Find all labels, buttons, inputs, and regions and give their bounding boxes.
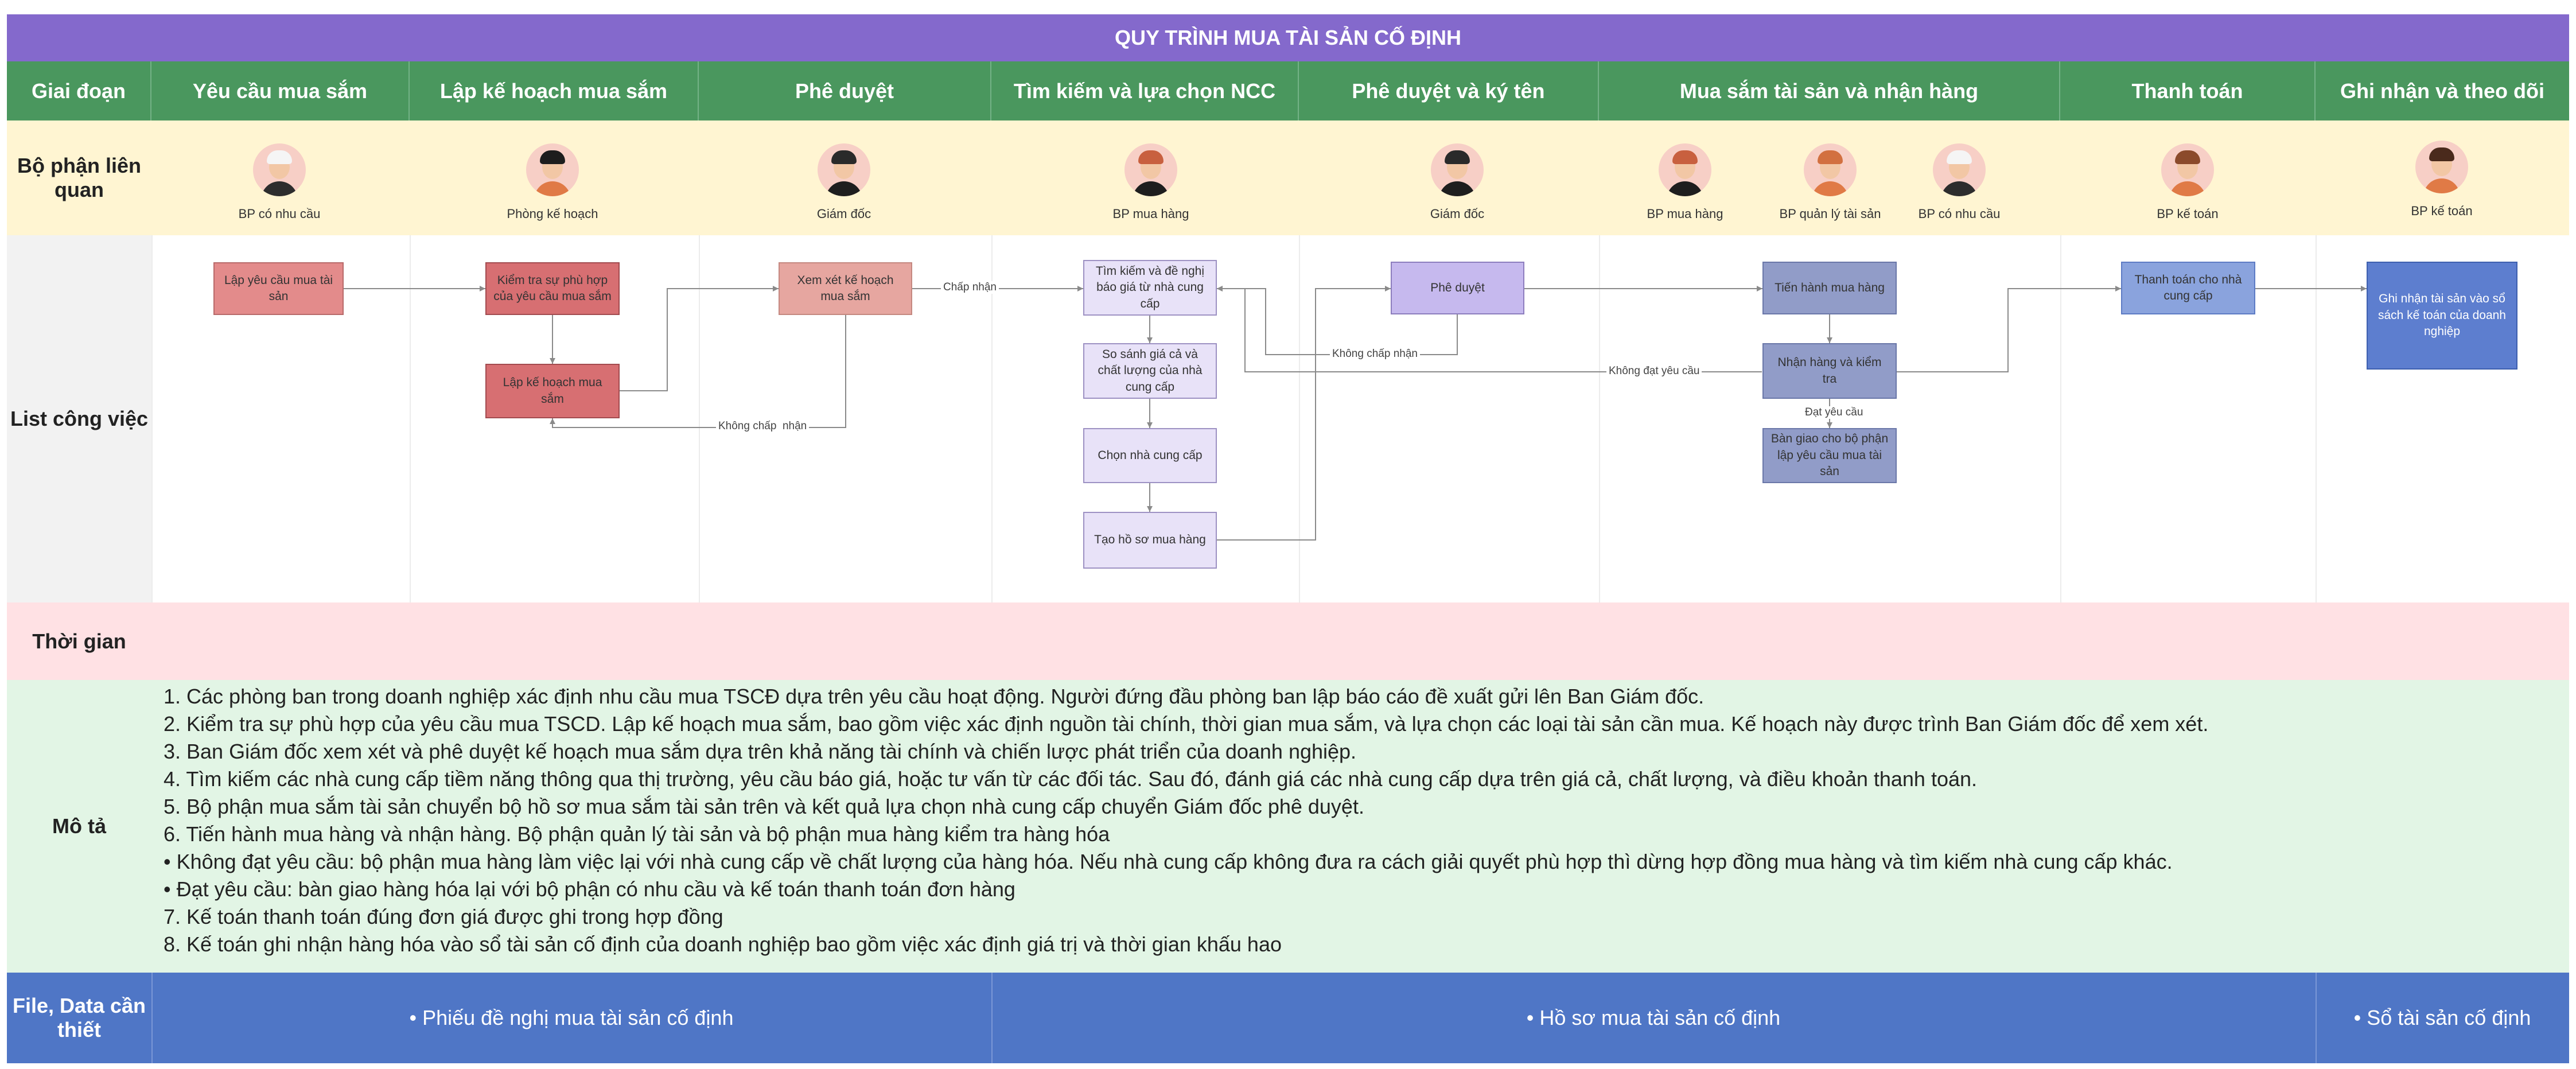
header-plan: Lập kế hoạch mua sắm (410, 61, 699, 120)
file-divider (151, 973, 153, 1063)
header-request: Yêu cầu mua sắm (151, 61, 410, 120)
description-line: 5. Bộ phận mua sắm tài sản chuyển bộ hồ … (164, 795, 1364, 818)
dept-row (7, 120, 2569, 235)
person-director-2: Giám đốc (1394, 143, 1520, 221)
file-divider (2316, 973, 2317, 1063)
col-divider (151, 235, 153, 602)
header-approve: Phê duyệt (699, 61, 991, 120)
person-label: BP mua hàng (1112, 207, 1189, 221)
task-pay-supplier[interactable]: Thanh toán cho nhà cung cấp (2121, 262, 2255, 314)
description-list: 1. Các phòng ban trong doanh nghiệp xác … (164, 683, 2562, 958)
col-divider (2060, 235, 2061, 602)
file-divider (991, 973, 993, 1063)
task-compare[interactable]: So sánh giá cả và chất lượng của nhà cun… (1083, 343, 1217, 399)
file-row (7, 973, 2569, 1063)
row-label-desc: Mô tả (52, 814, 106, 838)
header-stage: Giai đoạn (7, 61, 151, 120)
avatar (2415, 141, 2468, 193)
description-line: • Đạt yêu cầu: bàn giao hàng hóa lại với… (164, 877, 1015, 901)
avatar (1659, 143, 1711, 196)
edge-label-rejected-plan: Không chấp nhận (716, 420, 810, 433)
description-line: • Không đạt yêu cầu: bộ phận mua hàng là… (164, 850, 2173, 873)
description-line: 1. Các phòng ban trong doanh nghiệp xác … (164, 685, 1705, 708)
row-label-dept: Bộ phận liên quan (17, 154, 141, 201)
task-choose-supplier[interactable]: Chọn nhà cung cấp (1083, 428, 1217, 483)
task-request[interactable]: Lập yêu cầu mua tài sản (213, 262, 344, 315)
task-handover[interactable]: Bàn giao cho bộ phận lập yêu cầu mua tài… (1762, 428, 1897, 483)
file-request-form: • Phiếu đề nghị mua tài sản cố định (409, 1006, 734, 1029)
col-divider (410, 235, 411, 602)
row-label-work: List công việc (10, 407, 149, 430)
col-divider (2316, 235, 2317, 602)
header-payment: Thanh toán (2060, 61, 2316, 120)
task-find-supplier[interactable]: Tìm kiếm và đề nghị báo giá từ nhà cung … (1083, 260, 1217, 316)
header-record: Ghi nhận và theo dõi (2316, 61, 2569, 120)
description-line: 7. Kế toán thanh toán đúng đơn giá được … (164, 905, 723, 928)
task-director-approve[interactable]: Phê duyệt (1391, 262, 1524, 314)
person-accounting: BP kế toán (2124, 143, 2251, 221)
avatar (1431, 143, 1484, 196)
person-label: BP mua hàng (1647, 207, 1723, 221)
edge-label-rejected-director: Không chấp nhận (1330, 348, 1420, 360)
edge-label-meet: Đạt yêu cầu (1803, 406, 1866, 419)
description-line: 4. Tìm kiếm các nhà cung cấp tiềm năng t… (164, 767, 1978, 791)
col-divider (1599, 235, 1600, 602)
header-sign: Phê duyệt và ký tên (1299, 61, 1599, 120)
work-label-bg (7, 235, 151, 602)
person-requester: BP có nhu cầu (216, 143, 343, 221)
person-requester-2: BP có nhu cầu (1896, 143, 2022, 221)
avatar (526, 143, 579, 196)
task-record-asset[interactable]: Ghi nhận tài sản vào sổ sách kế toán của… (2367, 262, 2517, 370)
file-asset-ledger: • Sổ tài sản cố định (2353, 1006, 2531, 1029)
edge-label-not-meet: Không đạt yêu cầu (1606, 365, 1702, 378)
task-purchase[interactable]: Tiến hành mua hàng (1762, 262, 1897, 314)
person-label: Phòng kế hoạch (507, 207, 598, 221)
person-director: Giám đốc (781, 143, 907, 221)
person-planning: Phòng kế hoạch (489, 143, 616, 221)
description-line: 8. Kế toán ghi nhận hàng hóa vào sổ tài … (164, 932, 1282, 956)
avatar (1933, 143, 1986, 196)
avatar (818, 143, 870, 196)
person-asset-mgmt: BP quản lý tài sản (1767, 143, 1893, 221)
person-purchasing-2: BP mua hàng (1622, 143, 1748, 221)
person-label: Giám đốc (1430, 207, 1485, 221)
task-plan[interactable]: Lập kế hoạch mua sắm (485, 364, 620, 418)
person-accounting-2: BP kế toán (2379, 141, 2505, 219)
col-divider (699, 235, 700, 602)
edge-label-approved: Chấp nhận (941, 281, 999, 294)
task-review-plan[interactable]: Xem xét kế hoạch mua sắm (779, 262, 912, 315)
time-row (7, 602, 2569, 680)
diagram-title: QUY TRÌNH MUA TÀI SẢN CỐ ĐỊNH (7, 14, 2569, 61)
person-label: BP có nhu cầu (1918, 207, 2001, 221)
person-purchasing: BP mua hàng (1088, 143, 1214, 221)
file-purchase-dossier: • Hồ sơ mua tài sản cố định (1526, 1006, 1781, 1029)
task-create-file[interactable]: Tạo hồ sơ mua hàng (1083, 512, 1217, 569)
description-line: 3. Ban Giám đốc xem xét và phê duyệt kế … (164, 740, 1357, 763)
avatar (1124, 143, 1177, 196)
task-receive-check[interactable]: Nhận hàng và kiểm tra (1762, 343, 1897, 399)
description-line: 2. Kiểm tra sự phù hợp của yêu cầu mua T… (164, 712, 2209, 736)
description-line: 6. Tiến hành mua hàng và nhận hàng. Bộ p… (164, 822, 1110, 846)
person-label: BP kế toán (2411, 204, 2473, 218)
col-divider (991, 235, 993, 602)
avatar (253, 143, 306, 196)
col-divider (1299, 235, 1300, 602)
avatar (1804, 143, 1857, 196)
row-label-time: Thời gian (32, 629, 126, 653)
row-label-file: File, Data cần thiết (12, 994, 146, 1041)
desc-row (7, 680, 2569, 973)
task-check-request[interactable]: Kiểm tra sự phù hợp của yêu cầu mua sắm (485, 262, 620, 315)
header-supplier: Tìm kiếm và lựa chọn NCC (991, 61, 1299, 120)
person-label: BP kế toán (2157, 207, 2219, 221)
person-label: BP có nhu cầu (238, 207, 321, 221)
person-label: Giám đốc (816, 207, 871, 221)
avatar (2161, 143, 2214, 196)
header-purchase: Mua sắm tài sản và nhận hàng (1599, 61, 2060, 120)
person-label: BP quản lý tài sản (1779, 207, 1881, 221)
